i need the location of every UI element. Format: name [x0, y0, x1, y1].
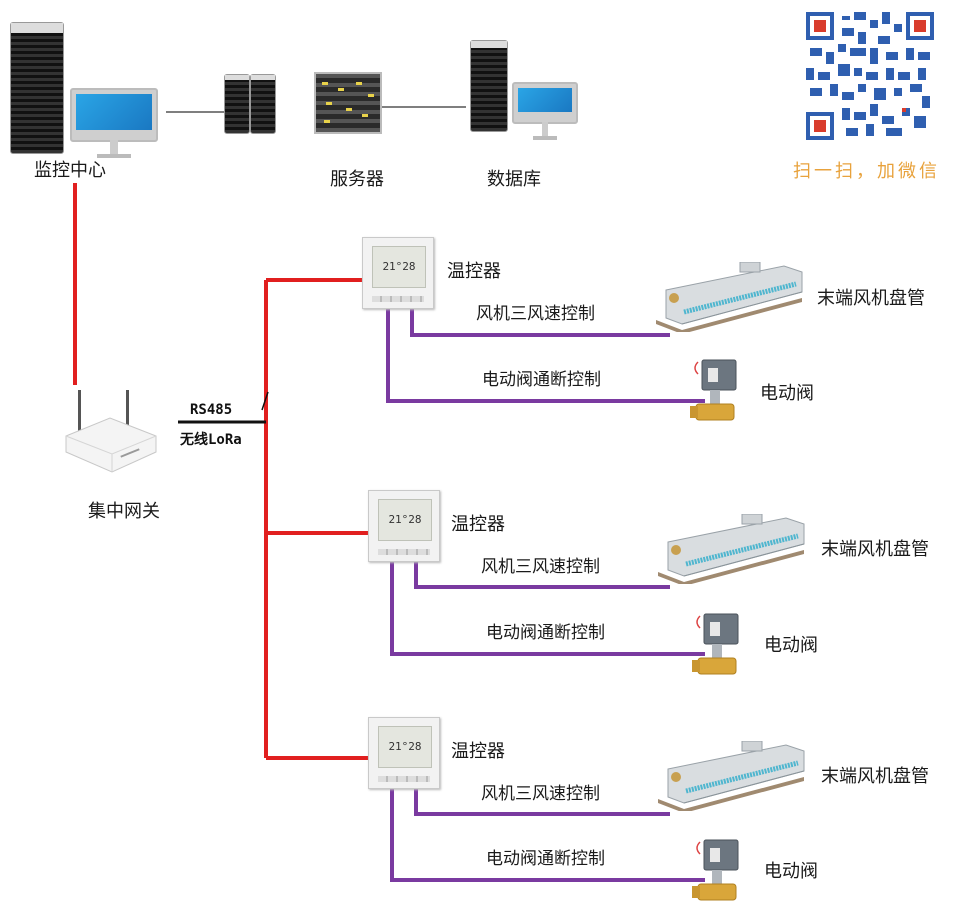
electric-valve-1 — [690, 359, 737, 421]
electric-valve-3 — [692, 839, 739, 901]
label-valve-2: 电动阀 — [764, 635, 818, 656]
label-fan-coil-3: 末端风机盘管 — [821, 766, 929, 787]
electric-valve-2 — [692, 613, 739, 675]
label-fan-speed-1: 风机三风速控制 — [476, 304, 595, 324]
thermostat-1-lcd: 21°28 — [372, 246, 426, 288]
thermostat-2: 21°28 — [368, 490, 440, 562]
fan-coil-unit-2 — [658, 514, 805, 584]
label-thermostat-3: 温控器 — [451, 741, 505, 762]
gateway-router-icon — [65, 390, 157, 473]
protocol-lora: 无线LoRa — [180, 432, 242, 448]
server-unit-left — [224, 74, 250, 134]
fan-control-line-2 — [414, 560, 670, 589]
thermostat-2-lcd: 21°28 — [378, 499, 432, 541]
fan-coil-unit-1 — [656, 262, 803, 332]
label-valve-3: 电动阀 — [764, 861, 818, 882]
gateway-antenna-link — [261, 391, 269, 411]
monitor-center-tower — [10, 22, 64, 154]
label-fan-speed-2: 风机三风速控制 — [481, 557, 600, 577]
database-tower — [470, 40, 508, 132]
valve-control-line-2 — [390, 560, 705, 656]
thermostat-3-lcd: 21°28 — [378, 726, 432, 768]
label-monitor-center: 监控中心 — [34, 160, 106, 181]
server-unit-right — [250, 74, 276, 134]
label-thermostat-2: 温控器 — [451, 514, 505, 535]
label-fan-speed-3: 风机三风速控制 — [481, 784, 600, 804]
wechat-caption: 扫一扫，加微信 — [793, 161, 940, 182]
database-display — [512, 82, 578, 140]
valve-control-line-3 — [390, 787, 705, 882]
label-valve-control-2: 电动阀通断控制 — [486, 623, 605, 643]
fan-coil-unit-3 — [658, 741, 805, 811]
label-valve-1: 电动阀 — [760, 383, 814, 404]
label-thermostat-1: 温控器 — [447, 261, 501, 282]
valve-control-line-1 — [386, 307, 705, 403]
server-rack — [314, 72, 382, 134]
protocol-rs485: RS485 — [190, 402, 233, 418]
label-valve-control-3: 电动阀通断控制 — [486, 849, 605, 869]
label-fan-coil-1: 末端风机盘管 — [817, 288, 925, 309]
label-gateway: 集中网关 — [88, 501, 160, 522]
label-fan-coil-2: 末端风机盘管 — [821, 539, 929, 560]
label-database: 数据库 — [487, 169, 541, 190]
label-valve-control-1: 电动阀通断控制 — [482, 370, 601, 390]
fan-control-line-1 — [410, 307, 670, 337]
thermostat-3: 21°28 — [368, 717, 440, 789]
fan-control-line-3 — [414, 787, 670, 816]
monitor-center-display — [70, 88, 158, 158]
label-server: 服务器 — [330, 169, 384, 190]
wechat-qr-code — [806, 12, 934, 140]
thermostat-1: 21°28 — [362, 237, 434, 309]
